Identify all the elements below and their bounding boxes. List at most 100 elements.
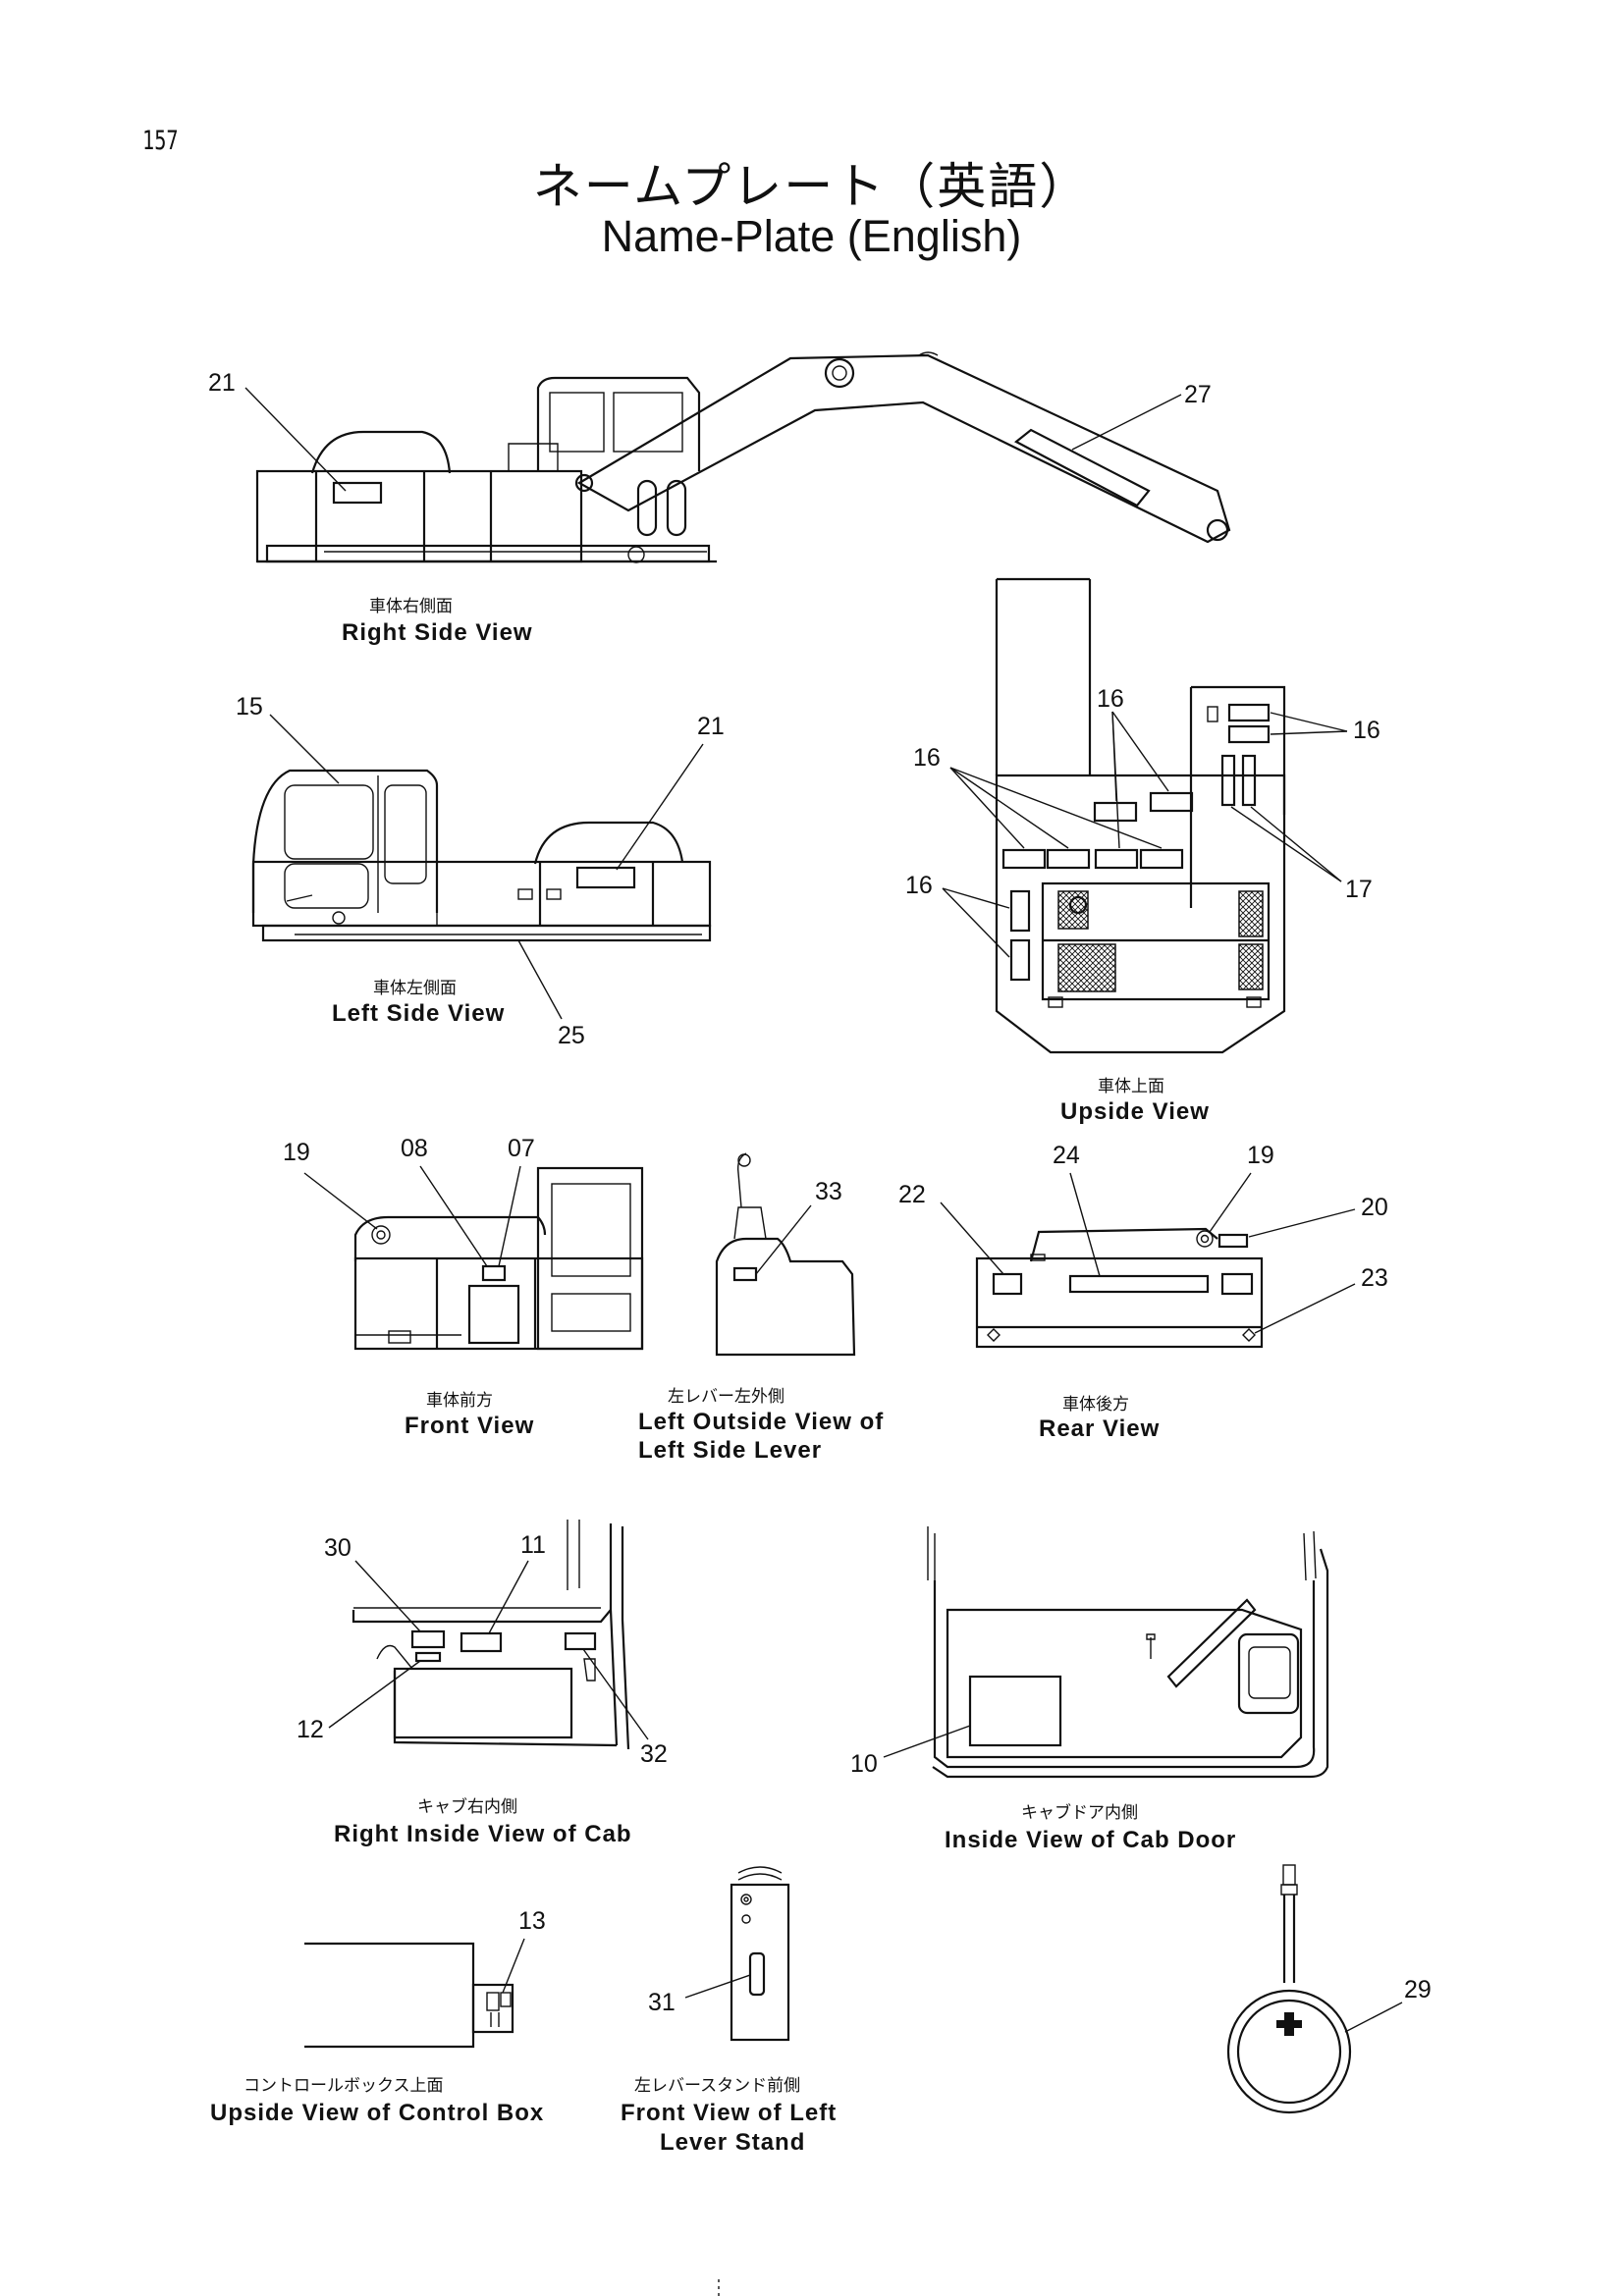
callout-11: 11: [520, 1531, 546, 1559]
callout-30: 30: [324, 1534, 352, 1562]
plate-24-marker: [1068, 1274, 1210, 1294]
rear-callouts: 22 24 19 20 23: [898, 1142, 1388, 1334]
plate-27-marker: [1014, 428, 1151, 507]
plate-32-marker: [564, 1631, 597, 1651]
control-box-upside-view: 13 コントロールボックス上面 Upside View of Control B…: [210, 1907, 546, 2126]
callout-17: 17: [1345, 876, 1373, 903]
view-label-english: Right Side View: [342, 619, 533, 646]
view-label-english: Left Side View: [332, 1000, 505, 1027]
view-label-japanese: 車体後方: [1062, 1395, 1129, 1415]
plate-31-marker: [748, 1951, 766, 1997]
plate-30-marker: [410, 1629, 446, 1649]
view-label-english: Upside View of Control Box: [210, 2100, 544, 2126]
excavator-top-drawing: [995, 577, 1286, 1054]
plate-07-marker: [481, 1264, 507, 1282]
excavator-front-drawing: [353, 1166, 644, 1351]
callout-13: 13: [518, 1907, 546, 1935]
lever-stand-callouts: 31: [648, 1974, 751, 2016]
gauge-drawing: [1226, 1864, 1352, 2114]
cab-right-inside-view: 30 11 12 32 キャブ右内側 Right Inside View of …: [297, 1520, 668, 1847]
right-side-view: 21 27 車体右側面 Right Side View: [208, 351, 1231, 646]
view-label-japanese: 車体左側面: [373, 979, 457, 998]
callout-10: 10: [850, 1750, 878, 1778]
view-label-english: Front View: [405, 1413, 534, 1439]
view-label-english-line2: Lever Stand: [660, 2129, 805, 2156]
lever-stand-front-view: 31 左レバースタンド前側 Front View of Left Lever S…: [621, 1866, 837, 2156]
gauge-view: 29: [1226, 1864, 1432, 2114]
plate-10-marker: [968, 1675, 1062, 1747]
rear-view: 22 24 19 20 23 車体後方 Rear View: [898, 1142, 1388, 1442]
excavator-rear-drawing: [975, 1227, 1264, 1349]
upside-callouts: 16 16 16 16 17: [905, 685, 1380, 958]
callout-16-left: 16: [913, 744, 941, 772]
callout-19: 19: [283, 1139, 310, 1166]
view-label-english: Upside View: [1060, 1098, 1210, 1125]
plate-12-marker: [414, 1651, 442, 1663]
view-label-japanese: 車体右側面: [369, 597, 453, 616]
view-label-japanese: キャブドア内側: [1021, 1802, 1138, 1823]
front-view: 19 08 07 車体前方 Front View: [283, 1135, 644, 1439]
callout-22: 22: [898, 1181, 926, 1208]
cab-interior-drawing: [352, 1520, 630, 1750]
view-label-japanese: キャブ右内側: [417, 1796, 517, 1817]
view-label-english: Inside View of Cab Door: [945, 1827, 1236, 1853]
left-lever-view: 33 左レバー左外側 Left Outside View of Left Sid…: [638, 1152, 884, 1464]
view-label-english-line1: Front View of Left: [621, 2100, 837, 2126]
callout-27: 27: [1184, 381, 1212, 408]
cab-right-callouts: 30 11 12 32: [297, 1531, 668, 1768]
gauge-callouts: 29: [1344, 1976, 1432, 2033]
excavator-left-side-drawing: [251, 769, 712, 942]
left-lever-callouts: 33: [755, 1178, 842, 1275]
cab-door-inside-view: 10 キャブドア内側 Inside View of Cab Door: [850, 1526, 1329, 1853]
view-label-english-line1: Left Outside View of: [638, 1409, 884, 1435]
plate-21-marker: [332, 481, 383, 505]
callout-31: 31: [648, 1989, 676, 2016]
callout-16-top: 16: [1097, 685, 1124, 713]
plate-22-marker: [992, 1272, 1023, 1296]
control-box-callouts: 13: [502, 1907, 546, 1994]
callout-32: 32: [640, 1740, 668, 1768]
plate-11-marker: [460, 1631, 503, 1653]
page-title-english: Name-Plate (English): [601, 211, 1022, 261]
upside-view: 16 16 16 16 17 車体上面 Upside View: [905, 577, 1380, 1125]
callout-33: 33: [815, 1178, 842, 1205]
callout-21: 21: [208, 369, 236, 397]
callout-12: 12: [297, 1716, 324, 1743]
view-label-japanese: 車体上面: [1098, 1077, 1164, 1096]
callout-29: 29: [1404, 1976, 1432, 2003]
view-label-japanese: 車体前方: [426, 1391, 493, 1411]
callout-08: 08: [401, 1135, 428, 1162]
lever-stand-drawing: [730, 1866, 790, 2042]
view-label-english: Rear View: [1039, 1415, 1160, 1442]
view-label-english: Right Inside View of Cab: [334, 1821, 632, 1847]
control-box-drawing: [304, 1942, 514, 2049]
plate-20-marker: [1217, 1233, 1249, 1249]
callout-20: 20: [1361, 1194, 1388, 1221]
callout-07: 07: [508, 1135, 535, 1162]
view-label-english-line2: Left Side Lever: [638, 1437, 822, 1464]
page-number: 157: [142, 126, 179, 156]
plate-21-marker: [575, 866, 636, 889]
view-label-japanese: コントロールボックス上面: [243, 2076, 444, 2096]
right-side-callouts: 21 27: [208, 369, 1212, 492]
plate-33-marker: [732, 1266, 758, 1282]
left-side-view: 15 21 25 車体左側面 Left Side View: [236, 693, 725, 1049]
cab-door-callouts: 10: [850, 1725, 971, 1778]
cab-door-drawing: [927, 1526, 1329, 1779]
callout-24: 24: [1053, 1142, 1080, 1169]
page-title-japanese: ネームプレート（英語）: [532, 158, 1091, 215]
callout-23: 23: [1361, 1264, 1388, 1292]
front-callouts: 19 08 07: [283, 1135, 535, 1267]
callout-16-right: 16: [1353, 717, 1380, 744]
view-label-japanese: 左レバー左外側: [668, 1387, 784, 1407]
callout-15: 15: [236, 693, 263, 721]
left-side-callouts: 15 21 25: [236, 693, 725, 1049]
excavator-right-side-drawing: [255, 351, 1231, 563]
callout-16-side: 16: [905, 872, 933, 899]
callout-21: 21: [697, 713, 725, 740]
view-label-japanese: 左レバースタンド前側: [634, 2076, 800, 2096]
callout-25: 25: [558, 1022, 585, 1049]
callout-19: 19: [1247, 1142, 1274, 1169]
